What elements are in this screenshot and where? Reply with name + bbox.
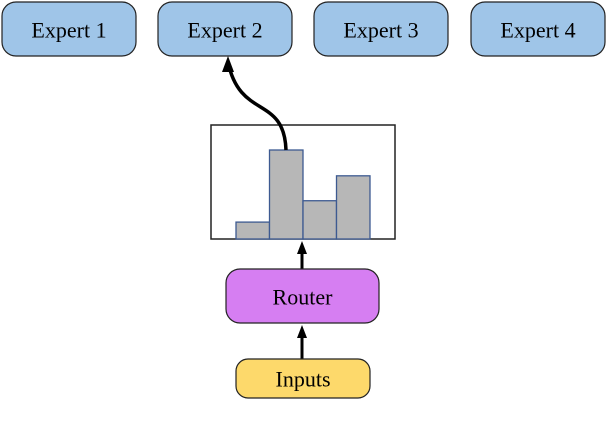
expert-label: Expert 4 (500, 18, 575, 43)
expert-box-3: Expert 3 (313, 1, 449, 57)
expert-box-1: Expert 1 (1, 1, 137, 57)
inputs-label: Inputs (276, 367, 331, 392)
router-arrowhead (297, 241, 307, 254)
expert-box-4: Expert 4 (470, 1, 606, 57)
inputs-box: Inputs (235, 358, 371, 399)
routing-arrow (226, 61, 288, 151)
expert-label: Expert 1 (31, 18, 106, 43)
histogram-bar-2 (268, 149, 304, 240)
histogram-bar-4 (335, 175, 371, 240)
expert-label: Expert 2 (187, 18, 262, 43)
histogram-bar-3 (302, 200, 338, 240)
router-label: Router (273, 285, 334, 310)
expert-box-2: Expert 2 (157, 1, 293, 57)
histogram-bar-1 (235, 221, 271, 240)
inputs-arrowhead (297, 325, 307, 338)
router-box: Router (225, 268, 380, 324)
expert-label: Expert 3 (343, 18, 418, 43)
routing-arrowhead (222, 56, 234, 72)
